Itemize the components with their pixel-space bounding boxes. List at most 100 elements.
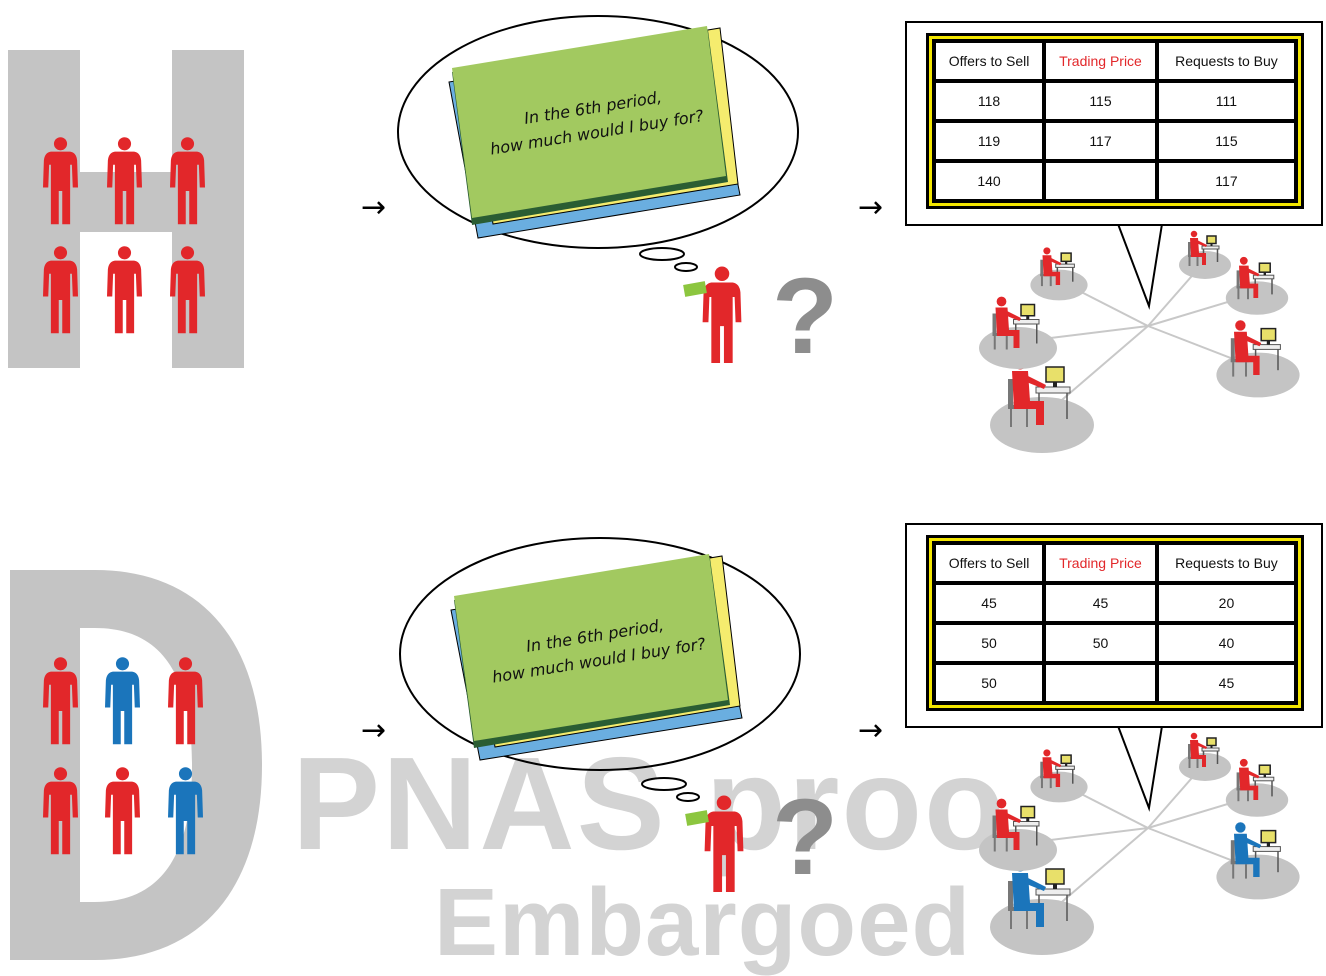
monitor-stand (1210, 243, 1213, 246)
trader-station (990, 858, 1094, 955)
chair-back (1230, 840, 1235, 865)
order-book-table: Offers to Sell Trading Price Requests to… (932, 39, 1298, 203)
chair-back (992, 815, 997, 838)
monitor-icon (1045, 868, 1065, 885)
monitor-icon (1060, 754, 1072, 765)
trader-arm (1196, 742, 1207, 749)
trading-board-d: Offers to Sell Trading Price Requests to… (905, 523, 1323, 728)
trader-station (1225, 758, 1289, 817)
monitor-stand (1053, 884, 1057, 889)
trader-body (995, 809, 1020, 850)
chair-back (992, 313, 997, 336)
monitor-stand (1065, 763, 1068, 767)
header-trading-price: Trading Price (1046, 545, 1155, 581)
monitor-icon (1020, 805, 1036, 819)
desk (1055, 765, 1075, 770)
monitor-stand (1263, 774, 1266, 778)
request-cell: 117 (1158, 163, 1294, 199)
desk (1201, 747, 1220, 752)
trader-station (1225, 256, 1289, 315)
desk (1035, 888, 1071, 896)
chair-back (1008, 379, 1013, 409)
trader-arm (1024, 877, 1046, 891)
monitor-icon (1260, 327, 1277, 342)
monitor-stand (1266, 340, 1270, 345)
trader-body (1012, 873, 1044, 927)
offer-cell: 118 (936, 83, 1043, 119)
trader-arm (1004, 310, 1021, 321)
monitor-stand (1263, 272, 1266, 276)
question-mark-h: ? (772, 255, 838, 376)
trader-body (1190, 238, 1206, 265)
note-stack-d (450, 554, 743, 761)
monitor-stand (1053, 382, 1057, 387)
desk (1013, 319, 1040, 325)
offer-cell: 45 (936, 585, 1043, 621)
offer-cell: 50 (936, 625, 1043, 661)
trader-body (1042, 757, 1061, 787)
arrow-icon: → (858, 713, 884, 748)
trader-body (1042, 255, 1061, 285)
trading-board-h: Offers to Sell Trading Price Requests to… (905, 21, 1323, 226)
monitor-icon (1258, 262, 1271, 273)
price-cell (1046, 665, 1155, 701)
trader-station (979, 296, 1057, 369)
trader-body (1190, 740, 1206, 767)
monitor-icon (1206, 737, 1217, 747)
trader-head (996, 798, 1007, 809)
thought-bubble-d (399, 537, 801, 802)
chair-back (1236, 772, 1240, 791)
table-header-row: Offers to Sell Trading Price Requests to… (936, 43, 1294, 79)
board-frame: Offers to Sell Trading Price Requests to… (926, 535, 1304, 711)
trader-head (1043, 247, 1051, 255)
table-header-row: Offers to Sell Trading Price Requests to… (936, 545, 1294, 581)
watermark-letter-d (10, 570, 262, 960)
desk (1252, 344, 1281, 350)
request-cell: 20 (1158, 585, 1294, 621)
trader-head (1239, 256, 1248, 265)
chair-back (1236, 270, 1240, 289)
trader-body (1239, 265, 1259, 298)
header-offers-to-sell: Offers to Sell (936, 43, 1043, 79)
price-cell: 117 (1046, 123, 1155, 159)
chair-back (1188, 744, 1191, 759)
trader-body (1234, 833, 1260, 877)
header-offers-to-sell: Offers to Sell (936, 545, 1043, 581)
arrow-icon: → (361, 713, 387, 748)
offer-cell: 119 (936, 123, 1043, 159)
request-cell: 45 (1158, 665, 1294, 701)
offer-cell: 50 (936, 665, 1043, 701)
arrow-icon: → (361, 190, 387, 225)
request-cell: 115 (1158, 123, 1294, 159)
header-trading-price: Trading Price (1046, 43, 1155, 79)
trader-station (1216, 320, 1300, 398)
trader-arm (1024, 375, 1046, 389)
trader-network-d (979, 732, 1300, 955)
price-cell: 50 (1046, 625, 1155, 661)
trader-station (990, 356, 1094, 453)
desk (1252, 776, 1275, 782)
order-book-table: Offers to Sell Trading Price Requests to… (932, 541, 1298, 705)
watermark-line-2: Embargoed (434, 869, 972, 976)
board-frame: Offers to Sell Trading Price Requests to… (926, 33, 1304, 209)
table-row: 50 50 40 (936, 625, 1294, 661)
header-requests-to-buy: Requests to Buy (1158, 545, 1294, 581)
monitor-stand (1065, 261, 1068, 265)
thinking-person-d (685, 795, 744, 892)
watermark-line-1: PNAS proo (292, 730, 1007, 877)
trader-head (996, 296, 1007, 307)
chair-back (1040, 761, 1044, 779)
desk (1252, 274, 1275, 280)
monitor-stand (1210, 745, 1213, 748)
trader-station (1030, 247, 1088, 301)
monitor-icon (1258, 764, 1271, 775)
chair-back (1040, 259, 1044, 277)
trader-head (1190, 732, 1198, 740)
trader-head (1235, 320, 1246, 331)
trader-arm (1246, 770, 1260, 779)
table-row: 119 117 115 (936, 123, 1294, 159)
trader-arm (1246, 268, 1260, 277)
monitor-stand (1266, 842, 1270, 847)
